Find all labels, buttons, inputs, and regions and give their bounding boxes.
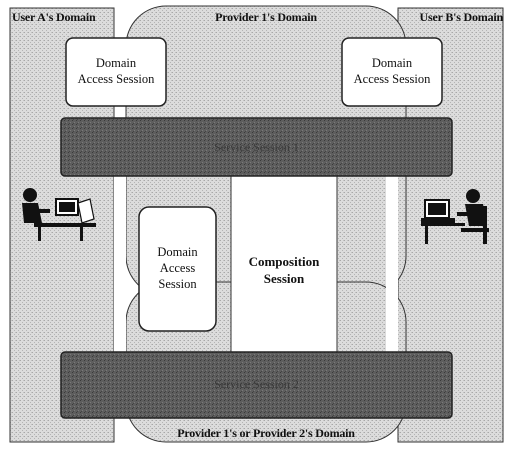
das-right-top-label: Domain Access Session: [342, 55, 442, 87]
composition-line-1: Composition: [248, 254, 320, 269]
composition-line-2: Session: [263, 271, 305, 286]
composition-session-box: [230, 155, 338, 369]
das-left-top-line-1: Domain: [95, 56, 137, 70]
provider-bottom-domain-label: Provider 1's or Provider 2's Domain: [177, 426, 355, 440]
composition-session-label: Composition Session: [231, 253, 337, 287]
service-session-1-label: Service Session 1: [214, 140, 299, 154]
right-user-icon: [421, 189, 489, 244]
inner-column-left: [114, 150, 126, 358]
provider1-domain-label: Provider 1's Domain: [215, 10, 317, 24]
das-middle-label: Domain Access Session: [139, 244, 216, 292]
das-right-top-box: [341, 37, 443, 107]
das-right-top-line-1: Domain: [371, 56, 413, 70]
das-middle-line-1: Domain: [157, 245, 198, 259]
user-b-domain-label: User B's Domain: [419, 10, 504, 24]
service-session-2-bar: [60, 351, 453, 419]
service-session-1-bar: [60, 117, 453, 177]
inner-column-right: [386, 150, 398, 358]
das-right-top-line-2: Access Session: [353, 72, 431, 86]
service-session-2-label: Service Session 2: [214, 377, 299, 391]
das-left-top-box: [65, 37, 167, 107]
das-middle-line-3: Session: [158, 277, 197, 291]
left-user-icon: [22, 188, 96, 241]
das-left-top-line-2: Access Session: [77, 72, 155, 86]
das-middle-line-2: Access: [159, 261, 196, 275]
user-a-domain-label: User A's Domain: [12, 10, 96, 24]
das-middle-box: [138, 206, 217, 332]
das-left-top-label: Domain Access Session: [66, 55, 166, 87]
